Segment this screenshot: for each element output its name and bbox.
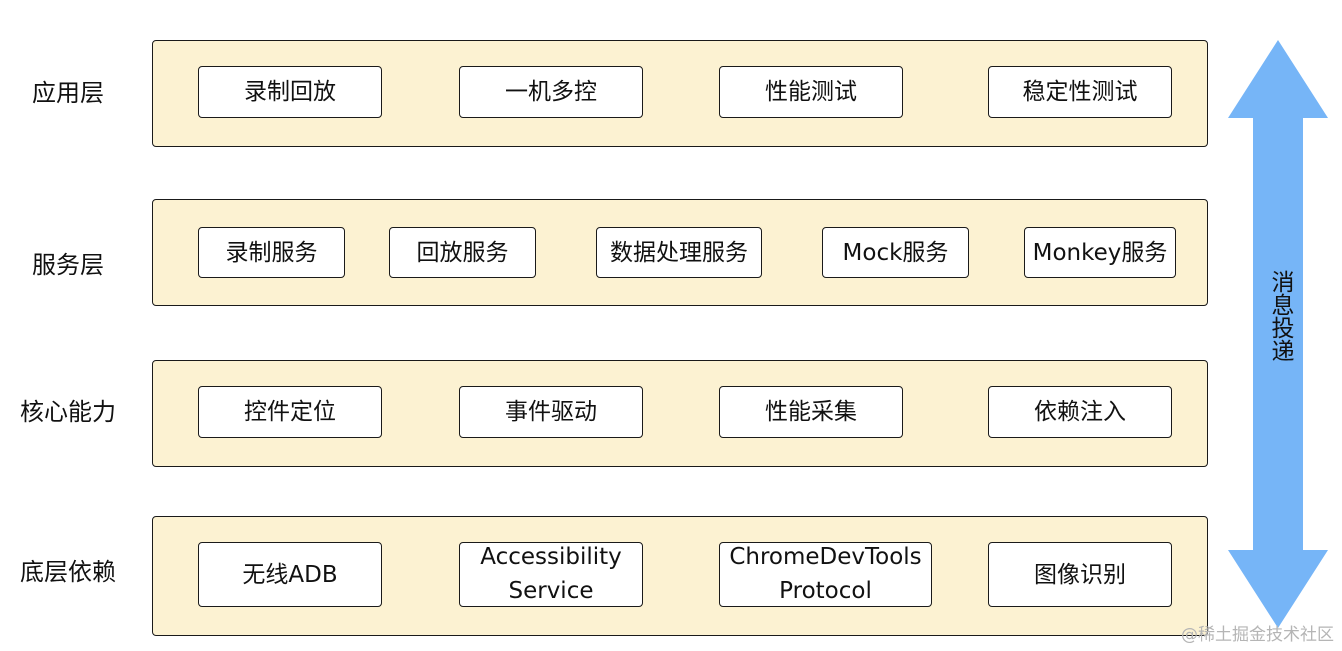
message-delivery-label: 消息投递 [1267, 270, 1293, 362]
item-performance-test: 性能测试 [719, 66, 903, 118]
item-stability-test: 稳定性测试 [988, 66, 1172, 118]
item-event-driven: 事件驱动 [459, 386, 643, 438]
item-playback-service: 回放服务 [389, 227, 536, 278]
item-dependency-injection: 依赖注入 [988, 386, 1172, 438]
layer-label-foundation: 底层依赖 [20, 558, 116, 586]
double-arrow-icon [1228, 40, 1328, 628]
layer-label-application: 应用层 [32, 79, 104, 107]
item-record-playback: 录制回放 [198, 66, 382, 118]
layer-label-core: 核心能力 [20, 398, 116, 426]
item-record-service: 录制服务 [198, 227, 345, 278]
watermark: @稀土掘金技术社区 [1181, 625, 1334, 645]
item-multi-device-control: 一机多控 [459, 66, 643, 118]
item-monkey-service: Monkey服务 [1024, 227, 1176, 278]
item-data-processing-service: 数据处理服务 [596, 227, 762, 278]
item-performance-collection: 性能采集 [719, 386, 903, 438]
layer-label-service: 服务层 [32, 251, 104, 279]
item-image-recognition: 图像识别 [988, 542, 1172, 607]
item-mock-service: Mock服务 [822, 227, 969, 278]
item-wireless-adb: 无线ADB [198, 542, 382, 607]
message-delivery-arrow-shape [1228, 40, 1328, 628]
item-widget-locating: 控件定位 [198, 386, 382, 438]
